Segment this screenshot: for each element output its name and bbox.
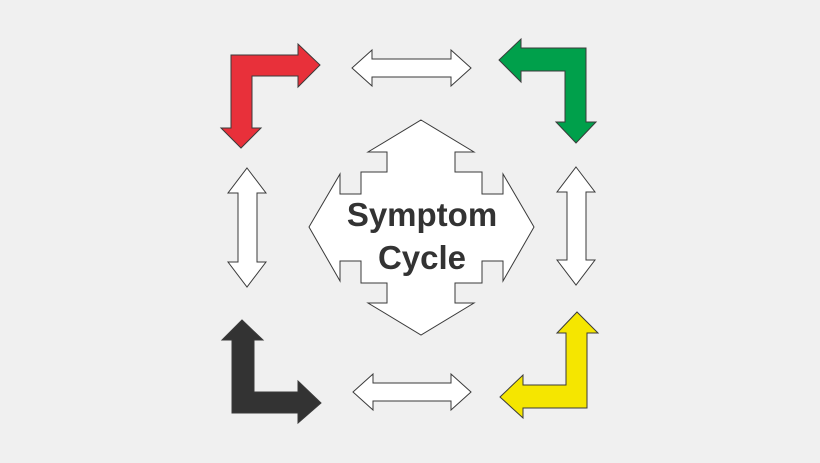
connector-arrow-right	[555, 166, 597, 286]
center-label-line-2: Cycle	[377, 239, 467, 276]
connector-arrow-top	[351, 48, 472, 88]
center-label-line-1: Symptom	[346, 196, 498, 233]
corner-arrow-top-right	[498, 37, 598, 144]
corner-arrow-bottom-left	[220, 319, 322, 425]
center-four-way-arrow	[308, 119, 535, 336]
connector-arrow-left	[226, 167, 268, 288]
corner-arrow-top-left	[219, 42, 321, 149]
connector-arrow-bottom	[352, 372, 472, 412]
corner-arrow-bottom-right	[499, 311, 600, 420]
